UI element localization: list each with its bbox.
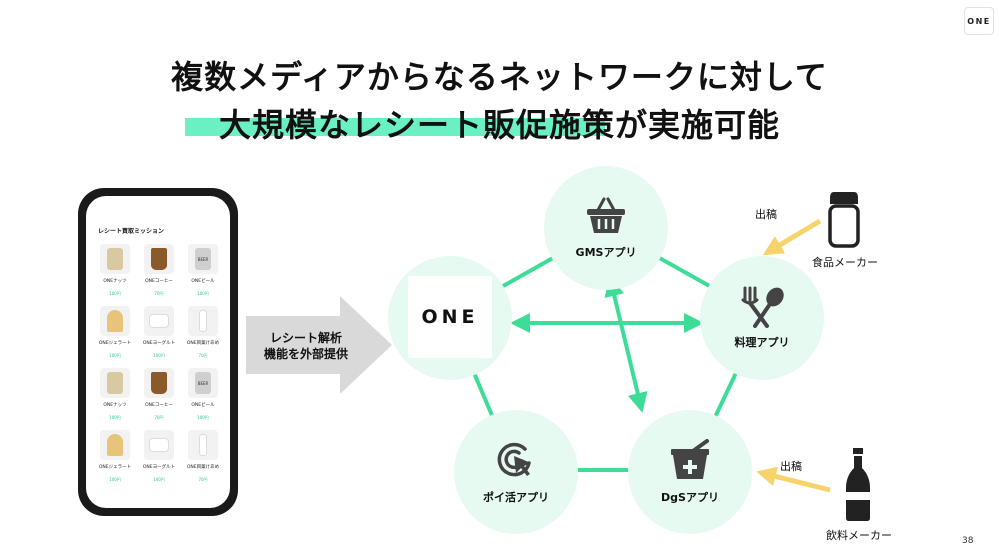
product-name: ONEヨーグルト bbox=[142, 341, 176, 346]
product-points: 100円 bbox=[109, 353, 121, 358]
arrow-label: レシート解析 機能を外部提供 bbox=[246, 330, 366, 362]
one-logo-box: ONE bbox=[408, 276, 492, 358]
page-title-line2: 大規模なレシート販促施策が実施可能 bbox=[218, 106, 780, 144]
eyedrop-image bbox=[188, 430, 218, 460]
gms-node: GMSアプリ bbox=[544, 166, 668, 290]
product-card: ONEジェラート 100円 bbox=[94, 430, 136, 488]
product-card: ONEナッツ 100円 bbox=[94, 368, 136, 426]
product-points: 70円 bbox=[154, 291, 164, 296]
coffee-image bbox=[144, 368, 174, 398]
product-points: 100円 bbox=[109, 477, 121, 482]
food-maker-label: 食品メーカー bbox=[812, 256, 878, 269]
mission-title: レシート買取ミッション bbox=[98, 228, 165, 235]
beer-can-image: BEER bbox=[188, 368, 218, 398]
poikatsu-label: ポイ活アプリ bbox=[483, 491, 549, 504]
cooking-node: 料理アプリ bbox=[700, 256, 824, 380]
product-points: 100円 bbox=[109, 415, 121, 420]
drink-bottle-icon bbox=[846, 448, 870, 521]
drink-maker-arrow bbox=[756, 466, 831, 493]
fork-spoon-icon bbox=[741, 286, 784, 328]
cooking-label: 料理アプリ bbox=[734, 336, 790, 349]
product-points: 70円 bbox=[154, 415, 164, 420]
product-name: ONEビール bbox=[191, 279, 215, 284]
yogurt-image bbox=[144, 306, 174, 336]
drugstore-node: DgSアプリ bbox=[628, 410, 752, 534]
product-card: ONEジェラート 100円 bbox=[94, 306, 136, 364]
product-card: BEER ONEビール 100円 bbox=[182, 368, 224, 426]
product-name: ONEコーヒー bbox=[145, 279, 173, 284]
product-card: ONEヨーグルト 100円 bbox=[138, 306, 180, 364]
food-maker-action: 出稿 bbox=[755, 208, 777, 221]
nuts-image bbox=[100, 368, 130, 398]
gelato-image bbox=[100, 430, 130, 460]
basket-icon bbox=[587, 197, 625, 233]
arrow-label-line2: 機能を外部提供 bbox=[263, 347, 348, 361]
product-card: ONE目薬けあめ 70円 bbox=[182, 306, 224, 364]
target-cursor-icon bbox=[497, 442, 531, 477]
product-card: ONEコーヒー 70円 bbox=[138, 368, 180, 426]
yogurt-image bbox=[144, 430, 174, 460]
product-name: ONEナッツ bbox=[103, 279, 127, 284]
beer-can-label: BEER bbox=[195, 372, 211, 394]
product-points: 100円 bbox=[109, 291, 121, 296]
product-card: ONEヨーグルト 100円 bbox=[138, 430, 180, 488]
product-name: ONEビール bbox=[191, 403, 215, 408]
mortar-pestle-icon bbox=[671, 439, 709, 479]
eyedrop-image bbox=[188, 306, 218, 336]
drink-maker-action: 出稿 bbox=[780, 460, 802, 473]
product-name: ONE目薬けあめ bbox=[186, 465, 220, 470]
beer-can-image: BEER bbox=[188, 244, 218, 274]
coffee-image bbox=[144, 244, 174, 274]
drugstore-label: DgSアプリ bbox=[661, 491, 719, 504]
product-name: ONEコーヒー bbox=[145, 403, 173, 408]
drink-maker-label: 飲料メーカー bbox=[826, 529, 892, 542]
seasoning-bottle-icon bbox=[828, 192, 860, 248]
brand-logo: ONE bbox=[964, 7, 994, 35]
page-number: 38 bbox=[962, 536, 974, 546]
product-points: 100円 bbox=[153, 477, 165, 482]
product-name: ONEヨーグルト bbox=[142, 465, 176, 470]
gms-label: GMSアプリ bbox=[575, 246, 637, 259]
product-card: ONEナッツ 100円 bbox=[94, 244, 136, 302]
product-points: 100円 bbox=[153, 353, 165, 358]
beer-can-label: BEER bbox=[195, 248, 211, 270]
product-card: ONEコーヒー 70円 bbox=[138, 244, 180, 302]
page-title-line1: 複数メディアからなるネットワークに対して bbox=[171, 58, 828, 96]
product-points: 100円 bbox=[197, 291, 209, 296]
arrow-label-line1: レシート解析 bbox=[269, 331, 342, 345]
product-points: 70円 bbox=[198, 477, 208, 482]
product-name: ONE目薬けあめ bbox=[186, 341, 220, 346]
product-points: 100円 bbox=[197, 415, 209, 420]
gms-drugstore-arrow bbox=[604, 276, 648, 413]
product-grid: ONEナッツ 100円 ONEコーヒー 70円 BEER ONEビール 100円 ONE… bbox=[94, 244, 224, 488]
food-maker-arrow bbox=[762, 218, 822, 256]
big-gray-arrow bbox=[246, 296, 392, 394]
product-name: ONEナッツ bbox=[103, 403, 127, 408]
product-card: BEER ONEビール 100円 bbox=[182, 244, 224, 302]
poikatsu-node: ポイ活アプリ bbox=[454, 410, 578, 534]
product-name: ONEジェラート bbox=[98, 341, 132, 346]
product-name: ONEジェラート bbox=[98, 465, 132, 470]
title-highlight bbox=[185, 118, 605, 136]
product-card: ONE目薬けあめ 70円 bbox=[182, 430, 224, 488]
gelato-image bbox=[100, 306, 130, 336]
product-points: 70円 bbox=[198, 353, 208, 358]
nuts-image bbox=[100, 244, 130, 274]
